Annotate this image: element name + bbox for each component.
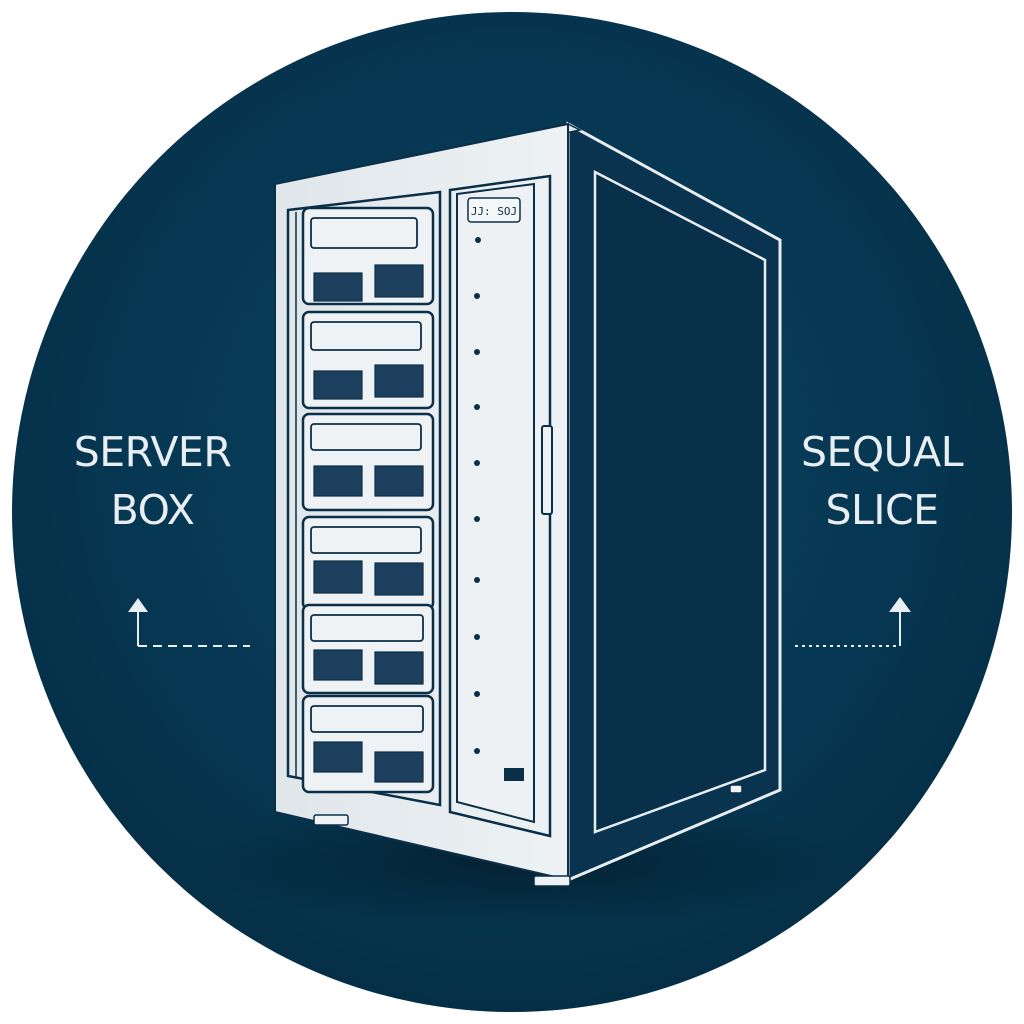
door-plate-text: JJ: SOJ bbox=[471, 205, 517, 218]
label-server-box: SERVER BOX bbox=[55, 423, 250, 539]
indicator-dot bbox=[474, 691, 480, 697]
cabinet-side-panel bbox=[566, 121, 782, 883]
indicator-dot bbox=[474, 516, 480, 522]
power-indicator bbox=[504, 768, 524, 781]
right-connector bbox=[795, 612, 901, 647]
indicator-dot bbox=[474, 634, 480, 640]
indicator-dot bbox=[474, 404, 480, 410]
label-server-box-line1: SERVER bbox=[73, 428, 232, 476]
left-connector bbox=[137, 612, 250, 647]
up-arrow-icon bbox=[128, 598, 148, 612]
cabinet-feet bbox=[313, 784, 743, 887]
indicator-dot bbox=[475, 237, 481, 243]
indicator-dot bbox=[474, 293, 480, 299]
drive-bay bbox=[301, 206, 435, 306]
drive-bay bbox=[301, 412, 435, 512]
drive-bay bbox=[301, 310, 435, 410]
up-arrow-icon bbox=[889, 597, 911, 612]
label-sequal-slice-line1: SEQUAL bbox=[800, 428, 964, 476]
label-sequal-slice-line2: SLICE bbox=[825, 486, 940, 534]
door-indicator-dots bbox=[474, 237, 481, 754]
indicator-dot bbox=[474, 460, 480, 466]
label-sequal-slice: SEQUAL SLICE bbox=[782, 423, 982, 539]
drive-bay bbox=[301, 603, 435, 695]
indicator-dot bbox=[474, 577, 480, 583]
indicator-dot bbox=[474, 748, 480, 754]
door-handle bbox=[541, 425, 553, 515]
drive-bay bbox=[301, 515, 435, 611]
label-server-box-line2: BOX bbox=[110, 486, 195, 534]
indicator-dot bbox=[474, 349, 480, 355]
drive-bays bbox=[301, 206, 435, 794]
drive-bay bbox=[301, 694, 435, 794]
door-plate bbox=[467, 197, 521, 223]
